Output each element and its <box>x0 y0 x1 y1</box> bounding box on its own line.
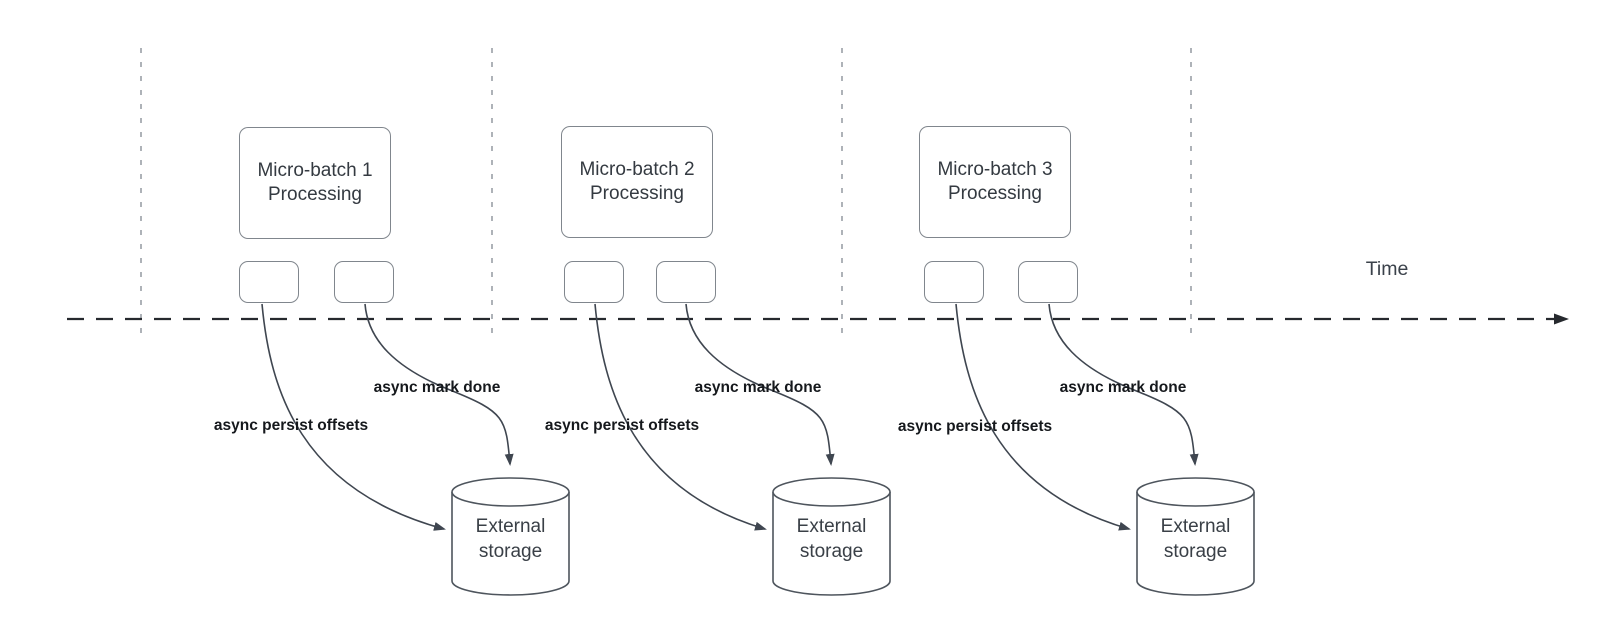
offset-task-box-1 <box>239 261 299 303</box>
time-axis-label: Time <box>1365 258 1409 280</box>
micro-batch-1-processing-box: Micro-batch 1 Processing <box>239 127 391 239</box>
persist-offsets-arrow-3 <box>955 303 1131 531</box>
mark-done-label-3: async mark done <box>1059 379 1187 396</box>
mark-done-arrow-3 <box>1048 303 1199 466</box>
done-task-box-1 <box>334 261 394 303</box>
micro-batch-3-processing-box: Micro-batch 3 Processing <box>919 126 1071 238</box>
storage-cylinder-2 <box>772 477 891 596</box>
mark-done-label-1: async mark done <box>373 379 501 396</box>
persist-offsets-label-3: async persist offsets <box>897 418 1053 435</box>
persist-offsets-arrow-1 <box>261 303 446 531</box>
storage-cylinder-1 <box>451 477 570 596</box>
persist-offsets-arrow-2 <box>594 303 767 531</box>
mark-done-arrow-2 <box>685 303 835 466</box>
persist-offsets-label-2: async persist offsets <box>544 417 700 434</box>
external-storage-label-1: External storage <box>475 515 546 562</box>
offset-task-box-3 <box>924 261 984 303</box>
micro-batch-2-processing-box: Micro-batch 2 Processing <box>561 126 713 238</box>
external-storage-label-3: External storage <box>1160 515 1231 562</box>
external-storage-label-2: External storage <box>796 515 867 562</box>
micro-batch-3-processing-label: Micro-batch 3 Processing <box>937 159 1053 204</box>
storage-cylinder-3 <box>1136 477 1255 596</box>
mark-done-arrow-1 <box>364 303 514 466</box>
offset-task-box-2 <box>564 261 624 303</box>
persist-offsets-label-1: async persist offsets <box>213 417 369 434</box>
micro-batch-1-processing-label: Micro-batch 1 Processing <box>257 160 373 205</box>
done-task-box-3 <box>1018 261 1078 303</box>
micro-batch-2-processing-label: Micro-batch 2 Processing <box>579 159 695 204</box>
done-task-box-2 <box>656 261 716 303</box>
mark-done-label-2: async mark done <box>694 379 822 396</box>
